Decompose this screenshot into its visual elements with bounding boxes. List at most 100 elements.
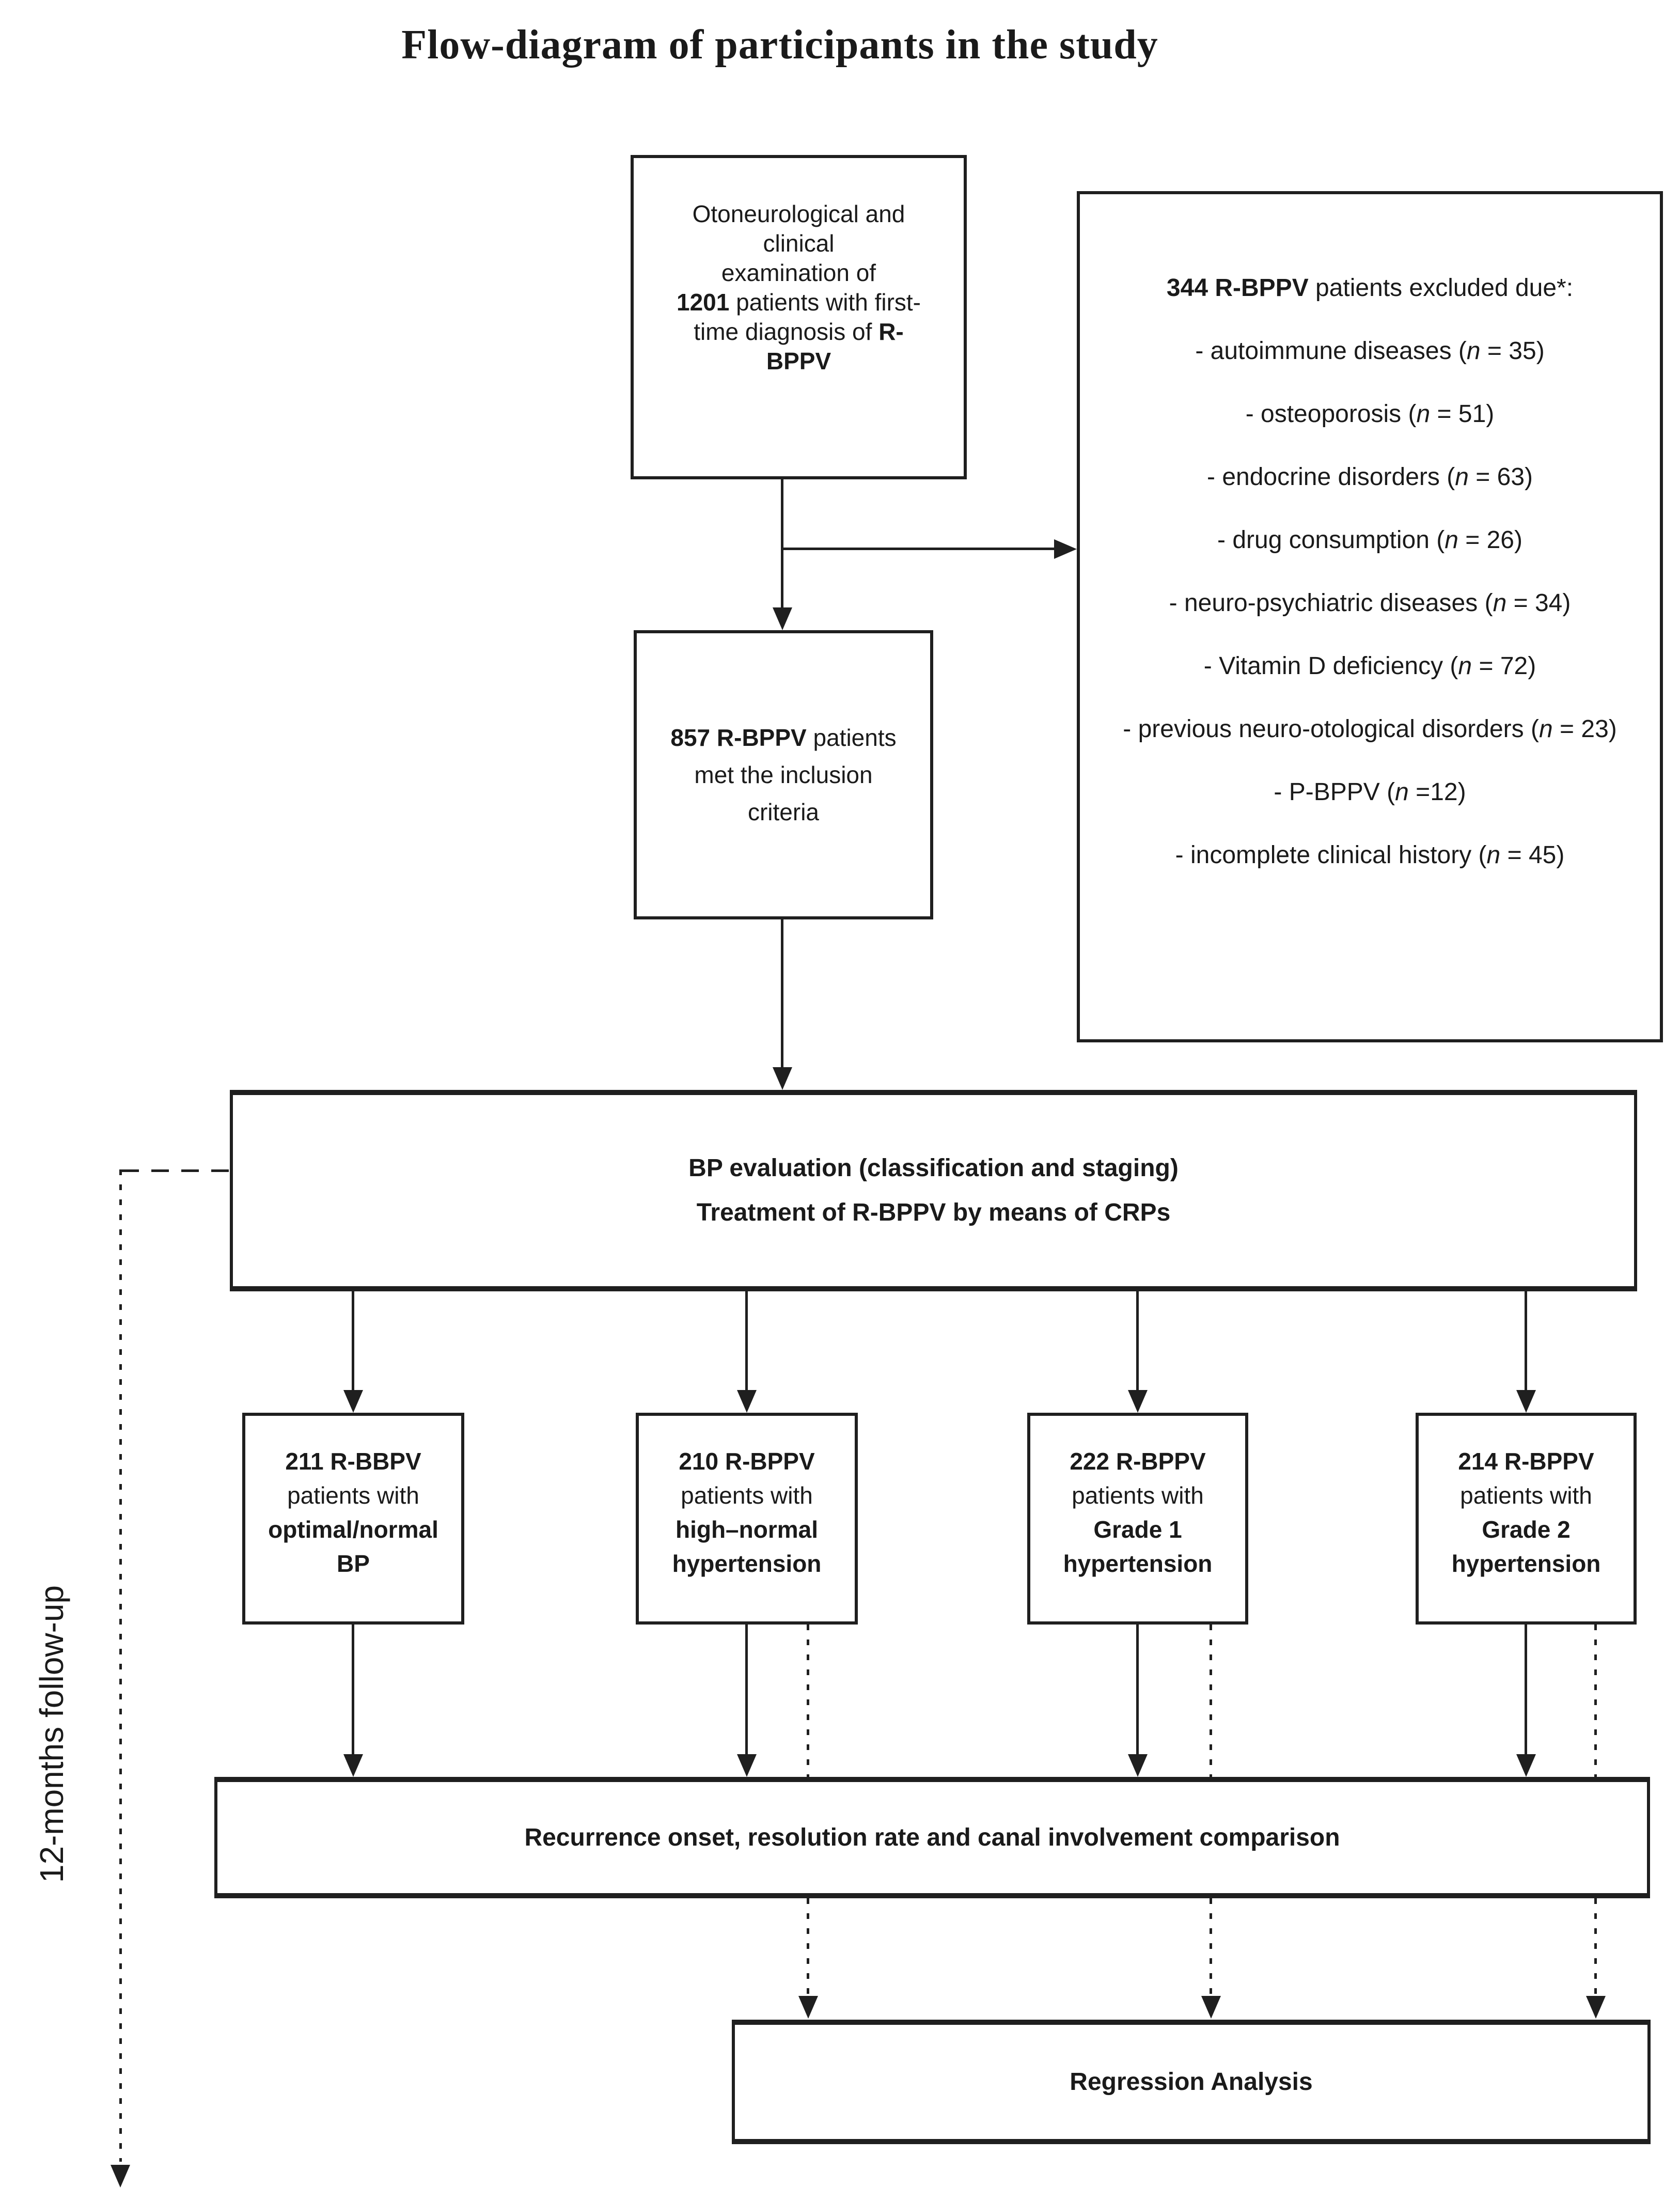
arrowhead-to-group4-icon <box>1516 1390 1536 1413</box>
arrowhead-followup-icon <box>111 2165 130 2188</box>
excluded-item: - endocrine disorders (n = 63) <box>1207 463 1533 491</box>
group-category: BP <box>337 1547 370 1581</box>
excluded-header-text: patients excluded due*: <box>1308 274 1574 302</box>
group-category: high–normal <box>676 1512 818 1547</box>
excluded-item: - autoimmune diseases (n = 35) <box>1195 337 1545 365</box>
dashed-followup-line <box>119 1169 122 2162</box>
inclusion-box-text: patients <box>806 724 897 751</box>
examination-box-line: Otoneurological and <box>692 200 905 227</box>
connector-group1-to-recurrence <box>352 1625 354 1756</box>
connector-bp-to-group1 <box>352 1291 354 1392</box>
regression-analysis-box: Regression Analysis <box>732 2020 1651 2144</box>
group-mid-text: patients with <box>287 1482 419 1509</box>
connector-bp-to-group4 <box>1525 1291 1527 1392</box>
connector-branch-to-excluded <box>782 548 1055 550</box>
excluded-item: - drug consumption (n = 26) <box>1217 526 1522 554</box>
examination-box-line: examination of <box>721 259 876 286</box>
arrowhead-group2-recurrence-icon <box>737 1754 757 1777</box>
group-category: optimal/normal <box>268 1512 438 1547</box>
examination-box-line: time diagnosis of R- <box>694 317 904 347</box>
patient-count: 1201 <box>676 289 730 316</box>
connector-bp-to-group3 <box>1136 1291 1139 1392</box>
recurrence-comparison-box: Recurrence onset, resolution rate and ca… <box>214 1777 1650 1898</box>
followup-period-label: 12-months follow-up <box>33 1585 70 1883</box>
examination-box-text: patients with first- <box>729 289 921 316</box>
group-category: hypertension <box>1063 1547 1213 1581</box>
dashed-group2-upper <box>807 1625 809 1777</box>
arrowhead-to-group1-icon <box>343 1390 363 1413</box>
excluded-item: - Vitamin D deficiency (n = 72) <box>1203 652 1536 680</box>
group-box-optimal-normal-bp: 211 R-BBPV patients with optimal/normal … <box>242 1413 464 1625</box>
arrowhead-regression3-icon <box>1586 1996 1606 2019</box>
regression-analysis-label: Regression Analysis <box>1070 2068 1313 2096</box>
inclusion-box: 857 R-BPPV patients met the inclusion cr… <box>634 630 933 919</box>
examination-box-text: time diagnosis of <box>694 318 879 345</box>
group-category: hypertension <box>672 1547 822 1581</box>
group-count: 214 R-BPPV <box>1458 1444 1594 1478</box>
group-category: Grade 1 <box>1093 1512 1182 1547</box>
connector-group3-to-recurrence <box>1136 1625 1139 1756</box>
arrowhead-to-group2-icon <box>737 1390 757 1413</box>
group-category-text: hypertension <box>1063 1550 1213 1577</box>
recurrence-comparison-label: Recurrence onset, resolution rate and ca… <box>524 1823 1340 1851</box>
excluded-item: - osteoporosis (n = 51) <box>1245 400 1495 428</box>
group-category-text: hypertension <box>1451 1550 1601 1577</box>
excluded-box-header: 344 R-BPPV patients excluded due*: <box>1167 272 1573 305</box>
connector-group2-to-recurrence <box>745 1625 748 1756</box>
bp-evaluation-line: BP evaluation (classification and stagin… <box>688 1154 1179 1182</box>
group-mid-text: patients with <box>1072 1482 1204 1509</box>
group-category: hypertension <box>1452 1547 1601 1581</box>
group-count-text: 214 R-BPPV <box>1458 1448 1594 1475</box>
arrowhead-to-group3-icon <box>1128 1390 1148 1413</box>
group-category-text: optimal/normal <box>268 1516 438 1543</box>
excluded-item: - incomplete clinical history (n = 45) <box>1175 841 1565 869</box>
arrowhead-to-inclusion-icon <box>773 607 792 630</box>
arrowhead-regression1-icon <box>798 1996 818 2019</box>
arrowhead-regression2-icon <box>1201 1996 1221 2019</box>
examination-box-line: 1201 patients with first- <box>677 288 921 317</box>
group-category-text: Grade 1 <box>1093 1516 1182 1543</box>
excluded-box: 344 R-BPPV patients excluded due*: - aut… <box>1077 191 1663 1042</box>
arrowhead-group1-recurrence-icon <box>343 1754 363 1777</box>
inclusion-box-line: met the inclusion <box>694 761 873 788</box>
arrowhead-group3-recurrence-icon <box>1128 1754 1148 1777</box>
bp-evaluation-line: Treatment of R-BPPV by means of CRPs <box>696 1199 1171 1226</box>
examination-box-line: clinical <box>763 230 835 257</box>
group-category-text: BP <box>337 1550 370 1577</box>
examination-box-line: BPPV <box>766 347 831 376</box>
dashed-group3-upper <box>1210 1625 1212 1777</box>
excluded-count: 344 R-BPPV <box>1166 274 1309 302</box>
group-box-high-normal-hypertension: 210 R-BPPV patients with high–normal hyp… <box>636 1413 858 1625</box>
group-category-text: high–normal <box>675 1516 819 1543</box>
excluded-item: - P-BPPV (n =12) <box>1274 778 1466 806</box>
dashed-group4-lower <box>1594 1898 1597 1996</box>
inclusion-count: 857 R-BPPV <box>670 724 807 751</box>
dashed-group3-lower <box>1210 1898 1212 1996</box>
excluded-item: - previous neuro-otological disorders (n… <box>1123 715 1617 743</box>
excluded-item: - neuro-psychiatric diseases (n = 34) <box>1169 589 1571 617</box>
connector-group4-to-recurrence <box>1525 1625 1527 1756</box>
dashed-group2-lower <box>807 1898 809 1996</box>
inclusion-box-line: criteria <box>747 799 820 825</box>
arrowhead-to-excluded-icon <box>1054 539 1077 559</box>
diagnosis-abbrev: BPPV <box>766 348 831 374</box>
inclusion-box-line: 857 R-BPPV patients <box>670 719 896 756</box>
connector-bp-to-group2 <box>745 1291 748 1392</box>
group-category: Grade 2 <box>1482 1512 1570 1547</box>
diagram-title: Flow-diagram of participants in the stud… <box>401 22 1158 68</box>
group-count-text: 210 R-BPPV <box>679 1448 815 1475</box>
connector-inclusion-to-bp <box>781 919 783 1070</box>
arrowhead-group4-recurrence-icon <box>1516 1754 1536 1777</box>
examination-box: Otoneurological and clinical examination… <box>631 155 967 479</box>
group-count-text: 222 R-BPPV <box>1070 1448 1206 1475</box>
group-category-text: Grade 2 <box>1482 1516 1571 1543</box>
dashed-branch-from-bp <box>121 1169 230 1172</box>
group-count: 211 R-BBPV <box>285 1444 421 1478</box>
diagnosis-abbrev: R- <box>878 318 904 345</box>
dashed-group4-upper <box>1594 1625 1597 1777</box>
group-mid-text: patients with <box>1460 1482 1592 1509</box>
group-count: 210 R-BPPV <box>679 1444 814 1478</box>
arrowhead-to-bp-icon <box>773 1067 792 1090</box>
bp-evaluation-box: BP evaluation (classification and stagin… <box>230 1090 1637 1291</box>
